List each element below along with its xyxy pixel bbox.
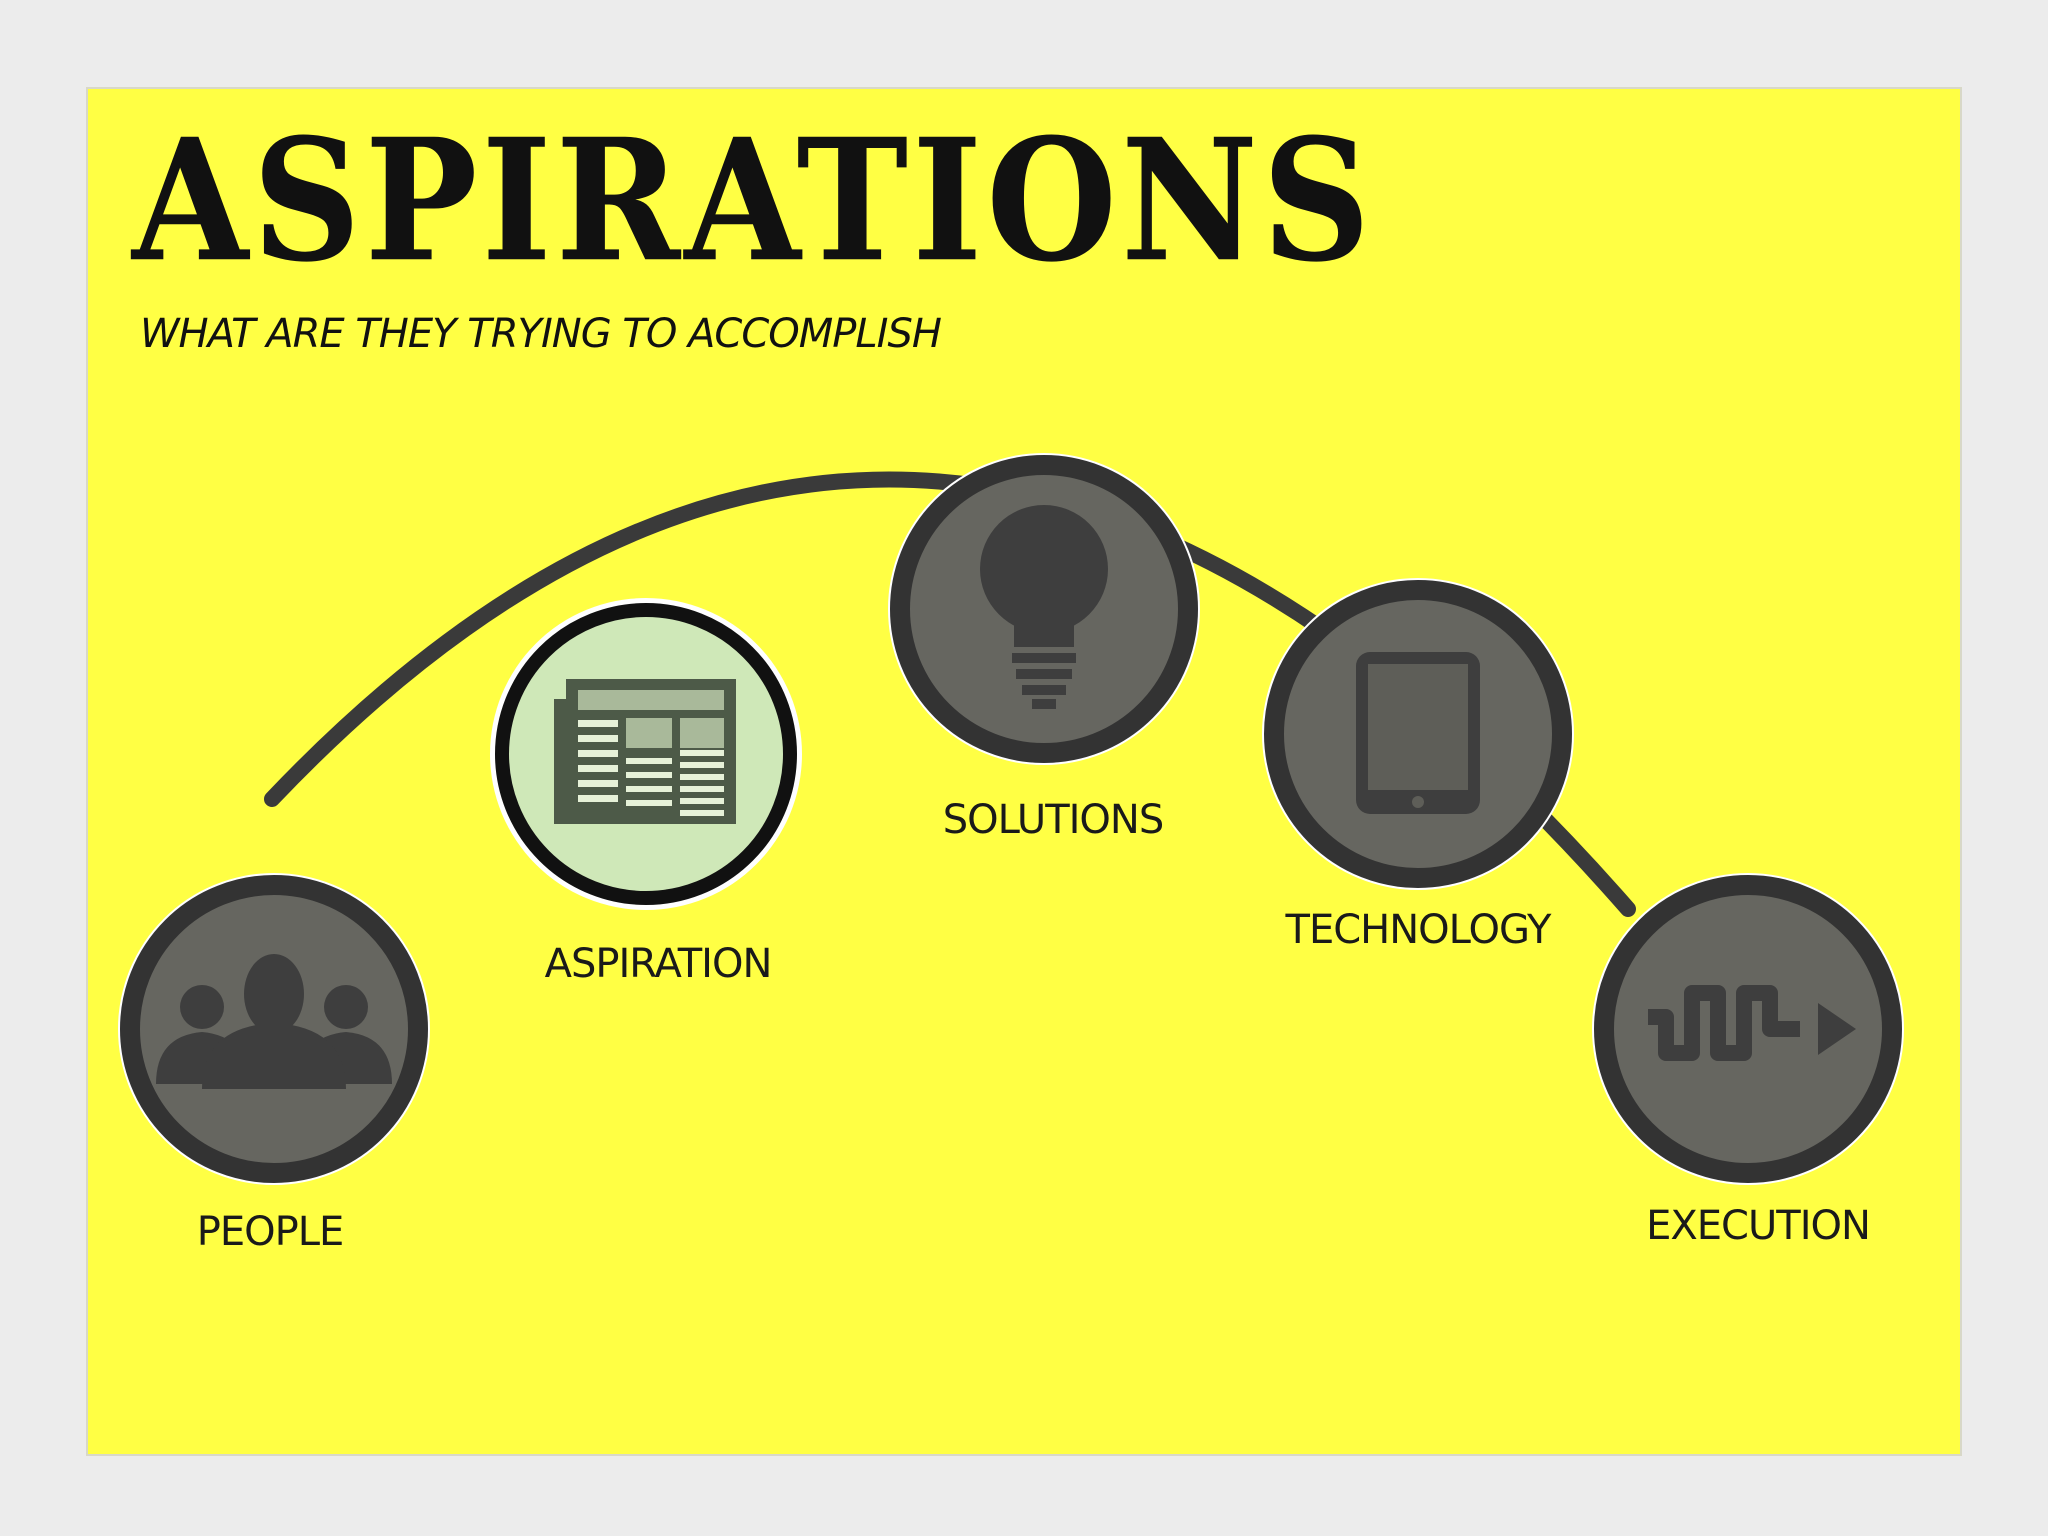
- node-technology[interactable]: [1262, 578, 1574, 890]
- node-label-execution: EXECUTION: [1646, 1203, 1871, 1249]
- page-title: ASPIRATIONS: [132, 102, 1375, 300]
- node-execution[interactable]: [1592, 873, 1904, 1185]
- node-label-aspiration: ASPIRATION: [544, 941, 773, 987]
- node-label-technology: TECHNOLOGY: [1285, 907, 1552, 953]
- node-people[interactable]: [118, 873, 430, 1185]
- node-solutions[interactable]: [888, 453, 1200, 765]
- slide-canvas: ASPIRATIONS WHAT ARE THEY TRYING TO ACCO…: [86, 87, 1962, 1456]
- nodes-layer: [118, 453, 1904, 1185]
- tablet-icon: [1356, 652, 1480, 814]
- node-aspiration[interactable]: [490, 598, 802, 910]
- lightbulb-icon: [980, 505, 1108, 709]
- page-subtitle: WHAT ARE THEY TRYING TO ACCOMPLISH: [140, 311, 942, 357]
- node-label-solutions: SOLUTIONS: [942, 797, 1164, 843]
- newspaper-icon: [554, 679, 736, 824]
- node-label-people: PEOPLE: [196, 1209, 345, 1255]
- aspirations-diagram: [118, 453, 1904, 1185]
- people-icon: [156, 954, 392, 1089]
- process-arrow-icon: [1648, 985, 1856, 1061]
